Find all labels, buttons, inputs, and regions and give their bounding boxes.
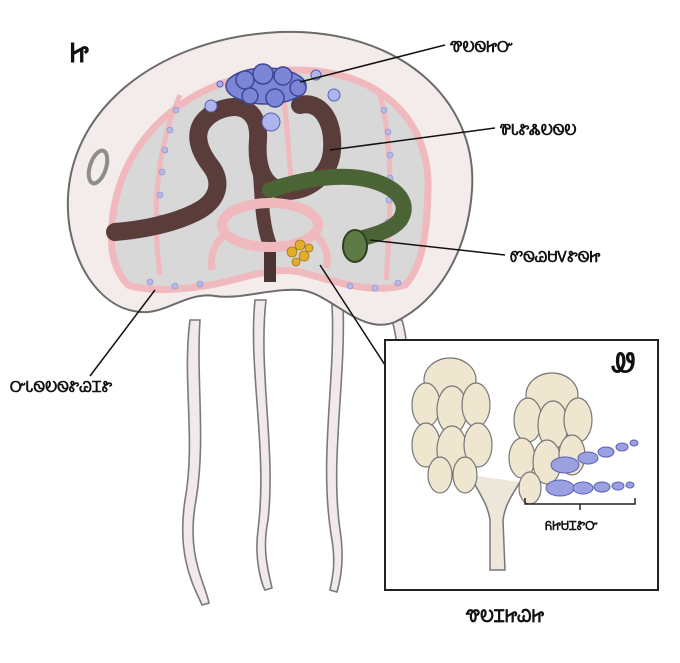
panel-letter-main: Ꮵ bbox=[70, 39, 89, 69]
panel-letter-inset: Ꮺ bbox=[611, 349, 635, 379]
gonad-end bbox=[343, 230, 367, 262]
label-top-right: ᏡᎧᏫᏥᏅ bbox=[449, 38, 513, 56]
manubrium bbox=[264, 252, 276, 282]
label-middle-right: ᏈᏓᏑᏜᎧᏫᎧ bbox=[499, 121, 577, 139]
label-inset-bracket: ᏲᏥᏌᏆᏑᏅ bbox=[545, 519, 598, 533]
label-bottom-caption: ᏡᎧᏆᏥᏇᏥ bbox=[465, 607, 545, 627]
tentacles bbox=[183, 300, 410, 605]
label-lower-right: ᏛᏫᏊᏌᏙᏑᏫᏥ bbox=[510, 248, 601, 266]
label-left: ᏅᏓᏫᎧᏫᏑᏊᏆᏑ bbox=[10, 378, 113, 396]
